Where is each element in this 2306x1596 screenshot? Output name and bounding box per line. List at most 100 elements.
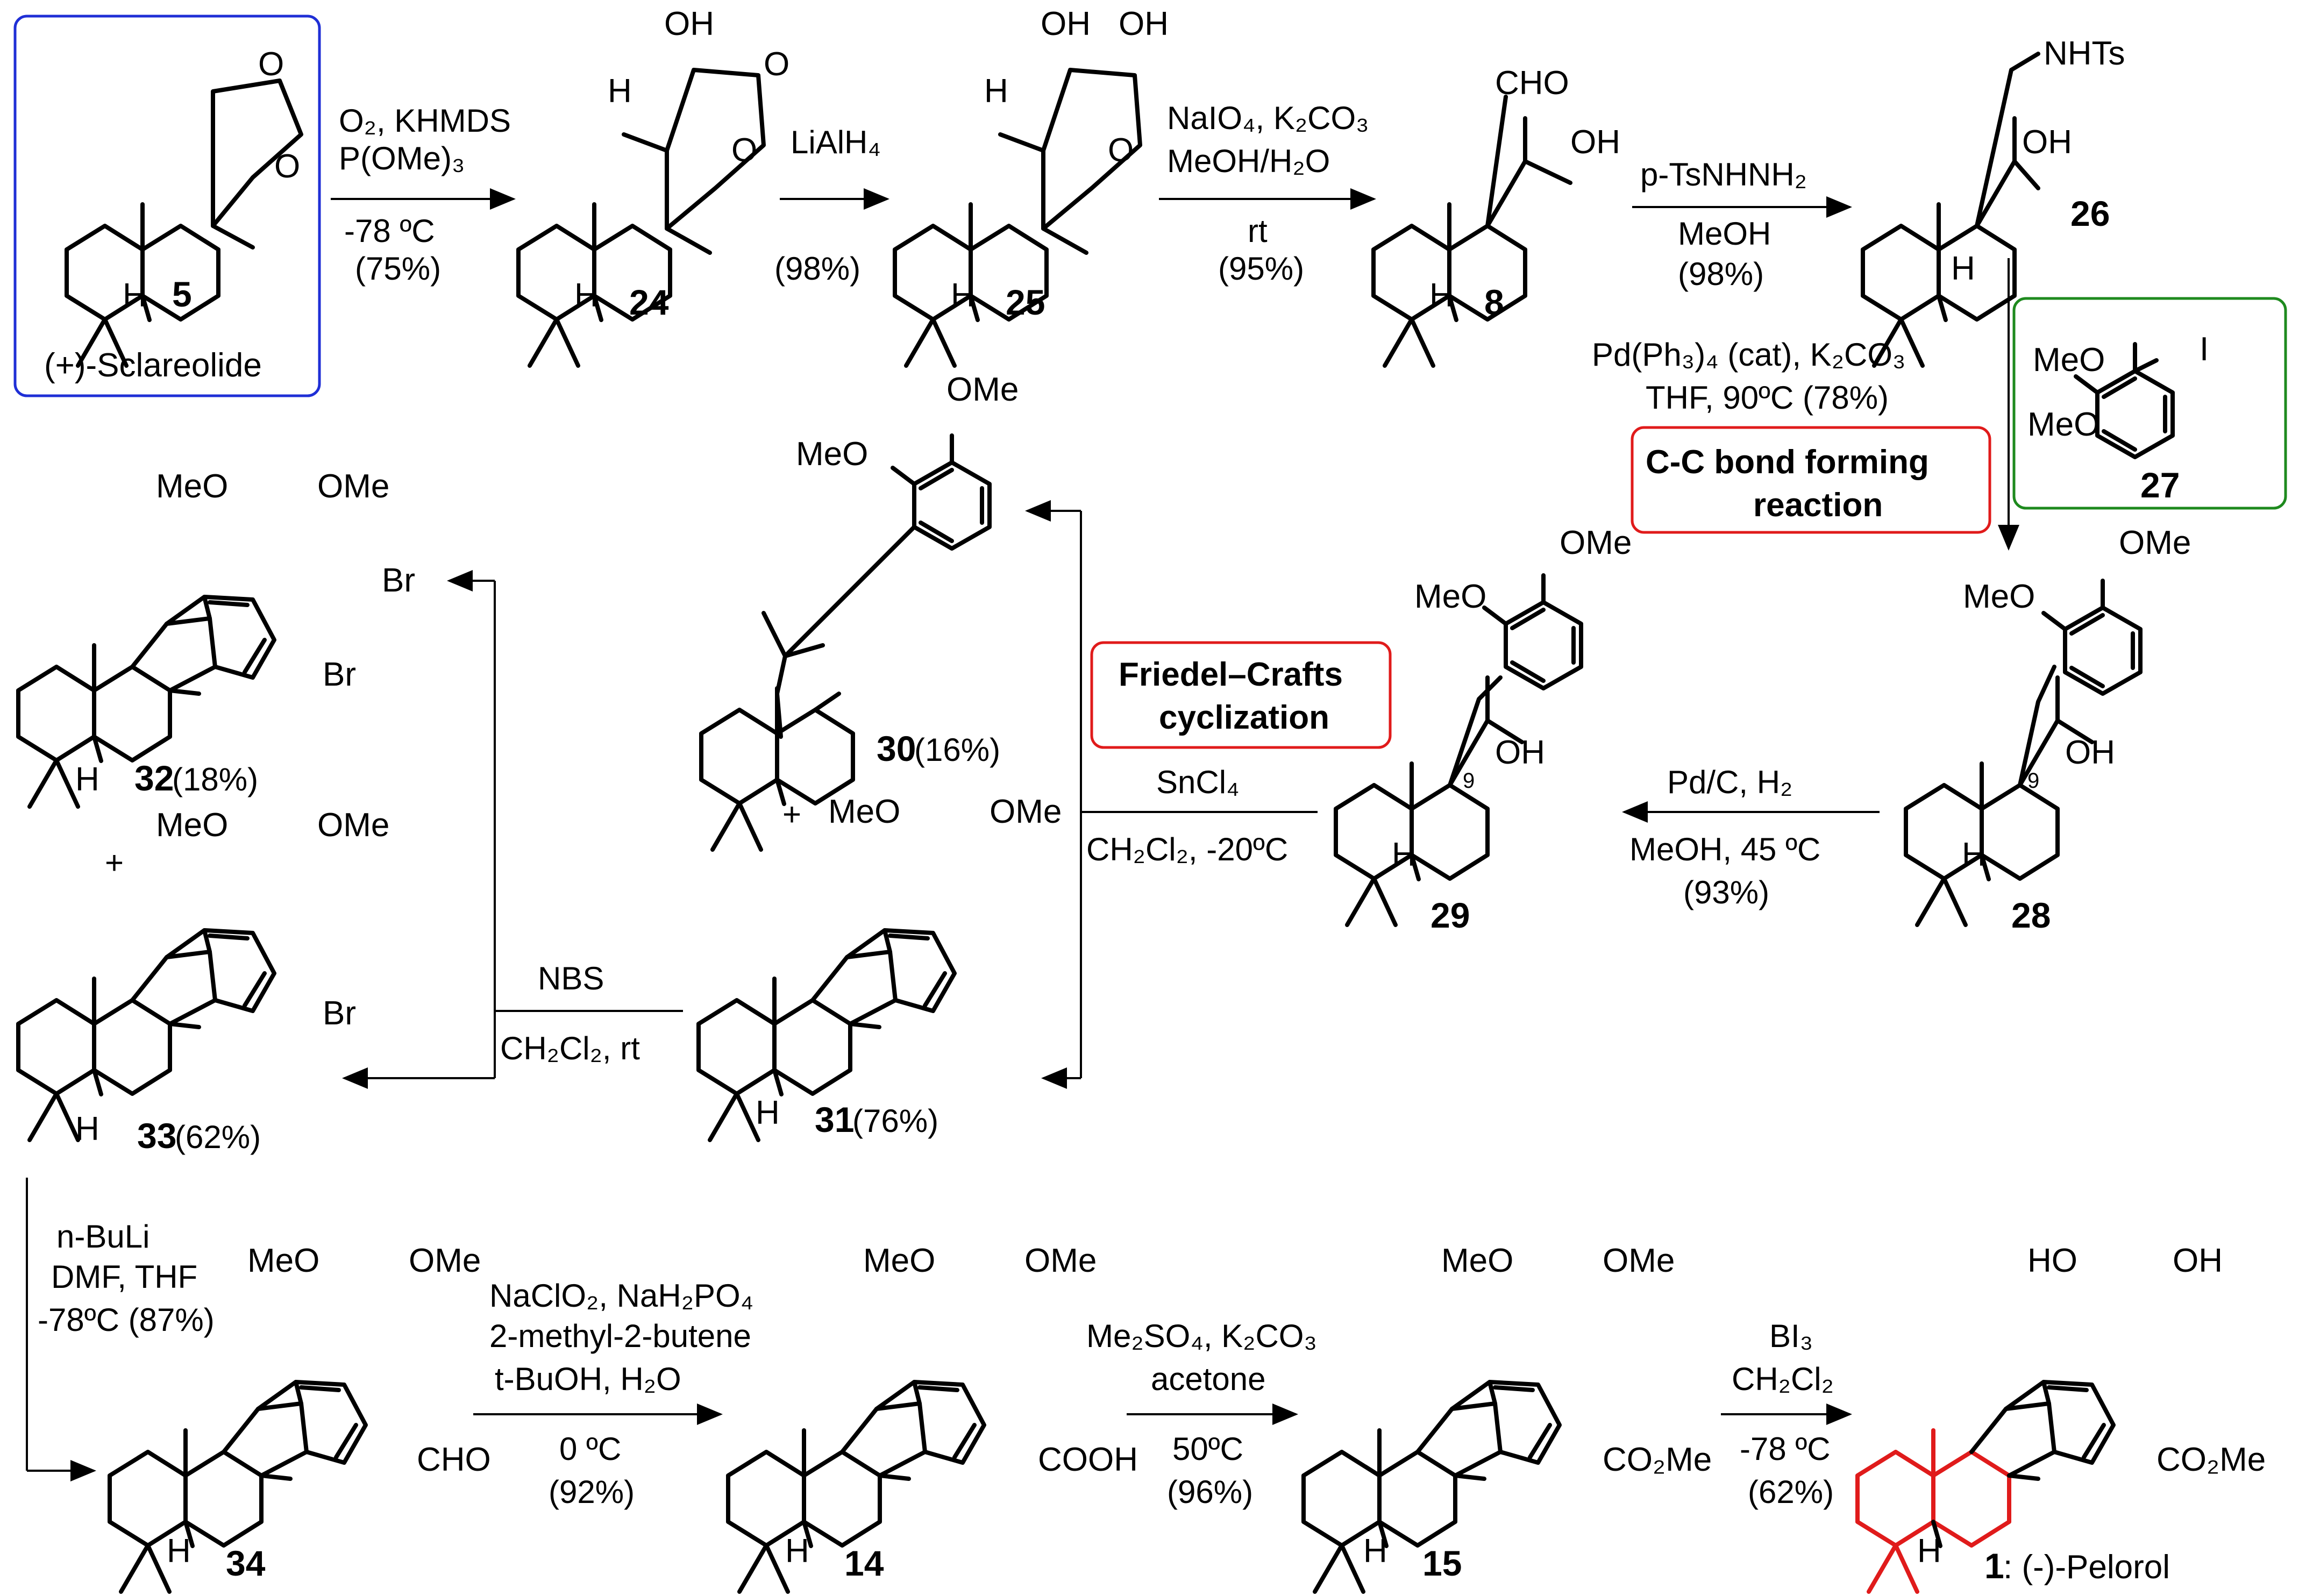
atom-label: H — [1962, 836, 1986, 873]
compound-8: CHO OH H 8 — [1373, 65, 1620, 366]
yield-text: (18%) — [172, 761, 258, 797]
atom-number: 9 — [1463, 769, 1475, 793]
atom-label: HO — [2027, 1242, 2077, 1279]
atom-label: OH — [2065, 734, 2115, 771]
highlight-box — [1631, 426, 1991, 534]
reagent-text: NBS — [538, 960, 604, 996]
atom-label: H — [1392, 836, 1416, 873]
compound-number: 33 — [137, 1116, 176, 1156]
atom-label: CO₂Me — [1603, 1441, 1712, 1478]
compound-number: 14 — [844, 1543, 884, 1583]
compound-number: 31 — [815, 1100, 854, 1139]
atom-label: CO₂Me — [2156, 1441, 2266, 1478]
highlight-label: cyclization — [1159, 699, 1329, 736]
compound-number: 24 — [629, 282, 669, 322]
reagent-text: Pd(Ph₃)₄ (cat), K₂CO₃ — [1592, 337, 1905, 373]
yield-text: (16%) — [914, 732, 1000, 768]
atom-label: MeO — [156, 807, 228, 844]
reagent-text: NaClO₂, NaH₂PO₄ — [489, 1278, 753, 1314]
compound-15: MeO OMe CO₂Me H 15 — [1304, 1242, 1712, 1592]
atom-label: MeO — [1414, 578, 1486, 615]
atom-label: OH — [2173, 1242, 2223, 1279]
reagent-text: MeOH/H₂O — [1167, 143, 1330, 179]
yield-text: (62%) — [175, 1119, 261, 1155]
reagent-text: t-BuOH, H₂O — [495, 1361, 681, 1397]
atom-label: MeO — [247, 1242, 319, 1279]
atom-label: H — [984, 73, 1008, 110]
yield-text: (96%) — [1167, 1474, 1253, 1510]
compound-number: 28 — [2011, 895, 2051, 935]
condition-text: -78ºC (87%) — [38, 1302, 215, 1338]
reaction-step-11: Me₂SO₄, K₂CO₃ acetone 50ºC (96%) — [1086, 1318, 1317, 1510]
reagent-text: acetone — [1151, 1361, 1266, 1397]
atom-label: OH — [1041, 5, 1091, 42]
atom-label: NHTs — [2044, 35, 2125, 72]
highlight-label: Friedel–Crafts — [1119, 656, 1343, 693]
atom-label: OMe — [317, 807, 389, 844]
yield-text: (98%) — [1678, 256, 1764, 292]
compound-31: MeO OMe H 31 (76%) — [699, 793, 1062, 1140]
atom-label: MeO — [156, 468, 228, 505]
atom-label: OMe — [409, 1242, 481, 1279]
atom-label: H — [167, 1533, 191, 1570]
reagent-text: NaIO₄, K₂CO₃ — [1167, 100, 1369, 136]
condition-text: MeOH, 45 ºC — [1629, 831, 1820, 867]
compound-30: MeO OMe 30 (16%) — [701, 371, 1019, 850]
compound-number: 25 — [1006, 282, 1045, 322]
atom-label: OMe — [990, 793, 1062, 830]
atom-label: O — [1108, 132, 1134, 169]
atom-label: OMe — [1560, 524, 1632, 561]
atom-label: H — [756, 1094, 780, 1131]
yield-text: (62%) — [1748, 1474, 1834, 1510]
yield-text: (75%) — [355, 251, 441, 287]
yield-text: (93%) — [1683, 874, 1769, 910]
atom-label: Br — [323, 656, 356, 693]
yield-text: (76%) — [852, 1103, 938, 1139]
compound-number: 29 — [1430, 895, 1470, 935]
compound-14: MeO OMe COOH H 14 — [728, 1242, 1138, 1592]
reagent-text: THF, 90ºC (78%) — [1646, 380, 1889, 416]
atom-label: H — [123, 277, 147, 314]
reagent-text: CH₂Cl₂ — [1732, 1361, 1834, 1397]
reaction-step-10: NaClO₂, NaH₂PO₄ 2-methyl-2-butene t-BuOH… — [473, 1278, 753, 1510]
highlight-label: C-C bond forming — [1646, 444, 1929, 481]
reagent-text: n-BuLi — [56, 1219, 150, 1255]
compound-number: 8 — [1484, 282, 1504, 322]
plus-sign: + — [105, 845, 124, 881]
reaction-step-2: LiAlH₄ (98%) — [774, 124, 889, 287]
atom-label: MeO — [828, 793, 900, 830]
atom-label: MeO — [2033, 341, 2105, 379]
atom-label: I — [2200, 331, 2209, 368]
compound-32: MeO OMe Br Br H 32 (18%) — [18, 468, 415, 807]
atom-label: Br — [382, 562, 415, 599]
reagent-text: 2-methyl-2-butene — [489, 1318, 751, 1354]
atom-label: OH — [1495, 734, 1545, 771]
reaction-step-1: O₂, KHMDS P(OMe)₃ -78 ºC (75%) — [331, 103, 516, 287]
compound-number: 30 — [877, 729, 916, 768]
compound-number: 32 — [134, 758, 174, 798]
atom-label: H — [574, 277, 599, 314]
yield-text: (92%) — [549, 1474, 635, 1510]
atom-label: OH — [1570, 124, 1620, 161]
atom-label: H — [951, 277, 975, 314]
atom-label: OMe — [1603, 1242, 1675, 1279]
condition-text: CH₂Cl₂, -20ºC — [1086, 831, 1288, 867]
reaction-step-12: BI₃ CH₂Cl₂ -78 ºC (62%) — [1721, 1318, 1852, 1510]
reagent-text: MeOH — [1678, 216, 1771, 252]
plus-sign: + — [782, 796, 801, 832]
reaction-step-9: n-BuLi DMF, THF -78ºC (87%) — [26, 1178, 215, 1481]
reagent-box — [2012, 297, 2287, 510]
atom-label: H — [75, 1110, 99, 1148]
atom-label: H — [608, 73, 632, 110]
compound-number: 5 — [172, 274, 192, 314]
atom-label: OMe — [2119, 524, 2191, 561]
yield-text: (95%) — [1218, 251, 1304, 287]
reaction-step-3: NaIO₄, K₂CO₃ MeOH/H₂O rt (95%) — [1159, 100, 1376, 287]
compound-34: MeO OMe CHO H 34 — [110, 1242, 491, 1592]
atom-label: MeO — [863, 1242, 935, 1279]
starting-material-box — [13, 15, 321, 397]
reaction-step-8: NBS CH₂Cl₂, rt — [342, 570, 683, 1089]
condition-text: rt — [1248, 213, 1268, 249]
yield-text: (98%) — [774, 251, 860, 287]
highlight-box — [1090, 641, 1392, 749]
